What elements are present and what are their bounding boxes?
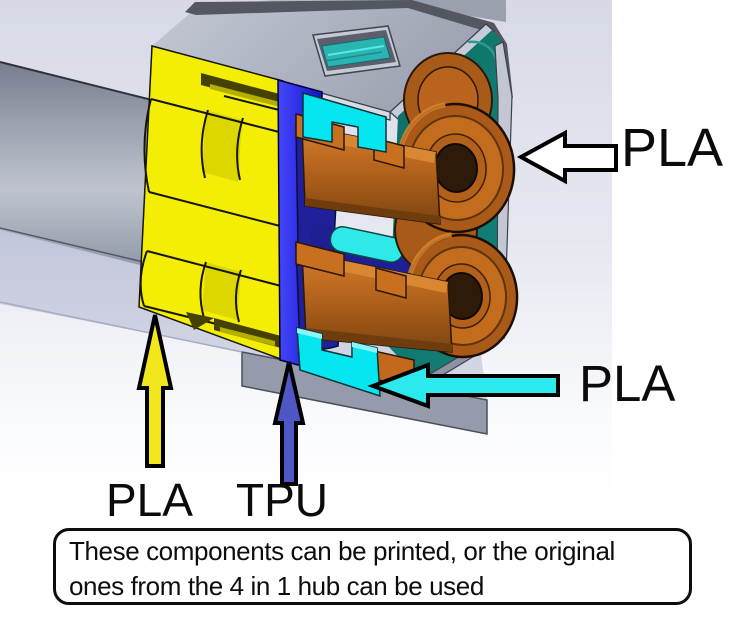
note-line-2: ones from the 4 in 1 hub can be used xyxy=(69,571,484,601)
pla-label-top-right: PLA xyxy=(621,118,724,178)
note-line-1: These components can be printed, or the … xyxy=(69,536,615,566)
tpu-arrow-blue xyxy=(272,361,306,486)
pla-label-bottom: PLA xyxy=(106,474,193,526)
yellow-couplers xyxy=(138,45,288,363)
pla-arrow-yellow xyxy=(136,314,174,468)
annotation-arrows xyxy=(136,129,618,486)
top-slot xyxy=(312,25,401,77)
pla-label-right: PLA xyxy=(579,355,676,412)
note-box: These components can be printed, or the … xyxy=(53,528,692,605)
feeder-tube xyxy=(0,61,153,268)
cyan-plates xyxy=(296,92,387,398)
cyan-plate-top xyxy=(302,92,387,153)
shell-edge-top xyxy=(185,0,494,32)
pla-arrow-white xyxy=(516,129,618,185)
pla-arrow-cyan xyxy=(367,362,560,409)
tpu-label-bottom: TPU xyxy=(236,474,328,526)
